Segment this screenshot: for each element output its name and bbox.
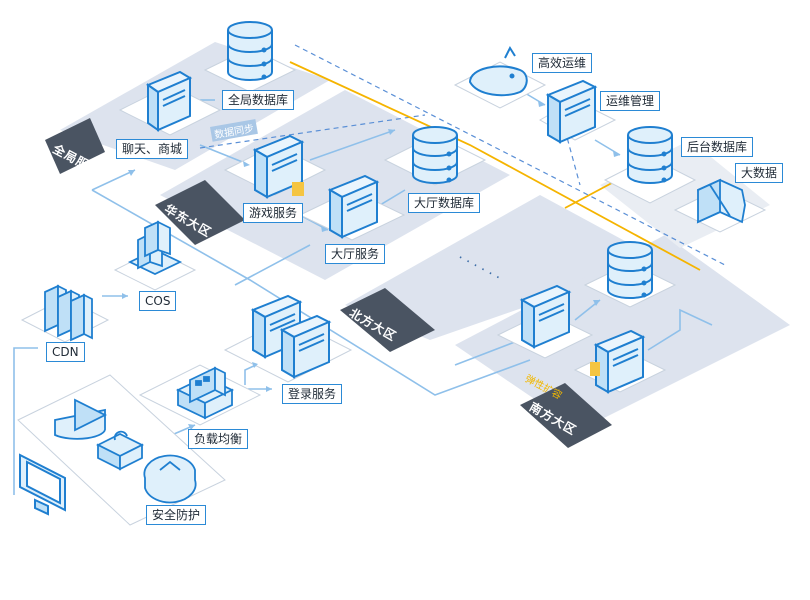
chat-server-device bbox=[145, 70, 193, 132]
label-game-service: 游戏服务 bbox=[243, 203, 304, 223]
north-zone-band bbox=[340, 288, 435, 352]
label-login-service: 登录服务 bbox=[282, 384, 343, 404]
game-halldb-link bbox=[309, 129, 396, 161]
east-zone-band bbox=[155, 180, 245, 245]
south-server-b-device bbox=[590, 329, 646, 394]
ops-backend-link bbox=[594, 139, 621, 156]
load-balancer-device bbox=[175, 366, 235, 420]
login-north-link bbox=[91, 189, 531, 396]
whale-device bbox=[468, 45, 528, 97]
cdn-device bbox=[44, 284, 93, 342]
label-cos: COS bbox=[139, 291, 177, 311]
label-security: 安全防护 bbox=[146, 505, 207, 525]
north-south-link bbox=[454, 339, 521, 366]
client-cdn-link bbox=[13, 347, 38, 495]
label-cdn: CDN bbox=[46, 342, 85, 362]
dashed-chat-ops bbox=[199, 114, 426, 149]
south-zone-band bbox=[520, 383, 612, 448]
label-load-balance: 负载均衡 bbox=[188, 429, 249, 449]
orange-sync-line bbox=[289, 61, 701, 271]
south-server-a-device bbox=[519, 284, 572, 349]
login-server-b-device bbox=[279, 314, 332, 379]
label-global-db: 全局数据库 bbox=[222, 90, 295, 110]
arrowheads bbox=[122, 101, 620, 430]
lb-login-link bbox=[244, 363, 259, 385]
cos-chat-link bbox=[91, 169, 136, 191]
north-zone-platform bbox=[345, 195, 660, 340]
ops-server-device bbox=[545, 79, 598, 144]
global-zone-band bbox=[45, 118, 105, 174]
south-zone-platform bbox=[455, 235, 790, 430]
firewall-device bbox=[54, 398, 108, 440]
global-db-device bbox=[227, 21, 273, 81]
label-ops-mgmt: 运维管理 bbox=[600, 91, 661, 111]
north-db-device bbox=[607, 241, 653, 299]
hall-server-device bbox=[327, 174, 380, 239]
login-hall-link bbox=[234, 244, 311, 286]
label-hall-service: 大厅服务 bbox=[325, 244, 386, 264]
shield-device bbox=[143, 454, 197, 504]
zone-bands bbox=[45, 118, 612, 448]
hall-halldb-link bbox=[379, 189, 406, 206]
label-backend-db: 后台数据库 bbox=[681, 137, 754, 157]
bigdata-device bbox=[696, 178, 746, 224]
label-big-data: 大数据 bbox=[735, 163, 784, 183]
monitor-device bbox=[19, 453, 66, 516]
lock-device bbox=[95, 430, 145, 471]
label-efficient-ops: 高效运维 bbox=[532, 53, 593, 73]
label-chat-mall: 聊天、商城 bbox=[116, 139, 189, 159]
cos-device bbox=[127, 220, 183, 275]
backend-db-device bbox=[627, 126, 673, 184]
south-loop-link bbox=[647, 308, 713, 351]
hall-db-device bbox=[412, 126, 458, 184]
label-hall-db: 大厅数据库 bbox=[408, 193, 481, 213]
game-server-device bbox=[252, 134, 305, 199]
